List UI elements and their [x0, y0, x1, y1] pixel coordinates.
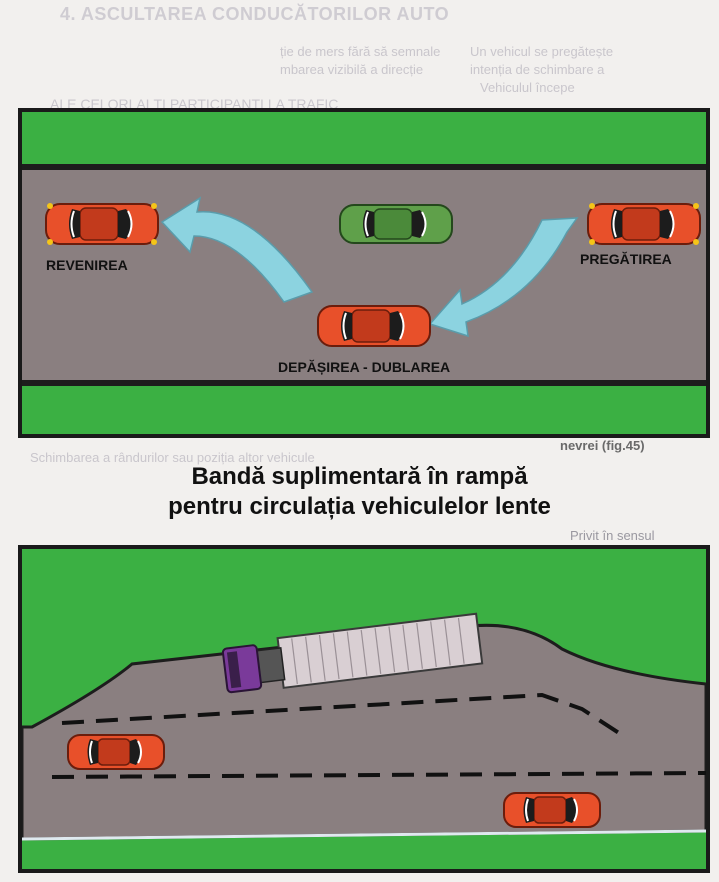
background-line: Un vehicul se pregătește [470, 44, 614, 59]
car-right-lane [503, 792, 601, 828]
background-line: mbarea vizibilă a direcție [280, 62, 424, 77]
truck-cab [221, 644, 263, 694]
heading-line-2: pentru circulația vehiculelor lente [168, 493, 551, 520]
road-edge-bottom [22, 829, 706, 841]
grass-strip-bottom [22, 386, 706, 434]
background-title: 4. ASCULTAREA CONDUCĂTORILOR AUTO [60, 4, 450, 24]
overtaking-diagram: REVENIREA PREGĂTIREA DEPĂȘIREA - DUBLARE… [18, 108, 710, 438]
car-returning [45, 203, 159, 245]
lane-divider-climbing [61, 692, 624, 737]
climbing-lane-diagram [18, 545, 710, 873]
overtaking-scene: REVENIREA PREGĂTIREA DEPĂȘIREA - DUBLARE… [22, 112, 706, 434]
grass-strip-top [22, 112, 706, 164]
background-line: Vehiculul începe [480, 80, 575, 95]
car-preparing [587, 203, 701, 245]
background-line: ție de mers fără să semnale [280, 44, 441, 59]
section-heading: Bandă suplimentară în rampă pentru circu… [0, 462, 719, 522]
return-arrow [160, 196, 314, 303]
background-line: nevrei (fig.45) [560, 438, 645, 453]
background-line: Privit în sensul [570, 528, 655, 543]
label-prepare: PREGĂTIREA [580, 251, 672, 267]
truck [221, 612, 484, 694]
climbing-lane-scene [22, 612, 706, 841]
label-overtake: DEPĂȘIREA - DUBLAREA [278, 359, 450, 375]
label-return: REVENIREA [46, 257, 128, 273]
road-surface [22, 623, 706, 841]
car-left-lane [67, 734, 165, 770]
car-overtaking [317, 305, 431, 347]
lane-center-line [51, 771, 706, 779]
road-edge-bottom [22, 380, 706, 386]
road-edge-top [22, 164, 706, 170]
heading-line-1: Bandă suplimentară în rampă [191, 463, 528, 490]
background-line: Schimbarea a rândurilor sau poziția alto… [30, 450, 315, 465]
background-line: intenția de schimbare a [470, 62, 605, 77]
overtake-arrow [428, 217, 579, 338]
car-slow-green [339, 204, 453, 244]
